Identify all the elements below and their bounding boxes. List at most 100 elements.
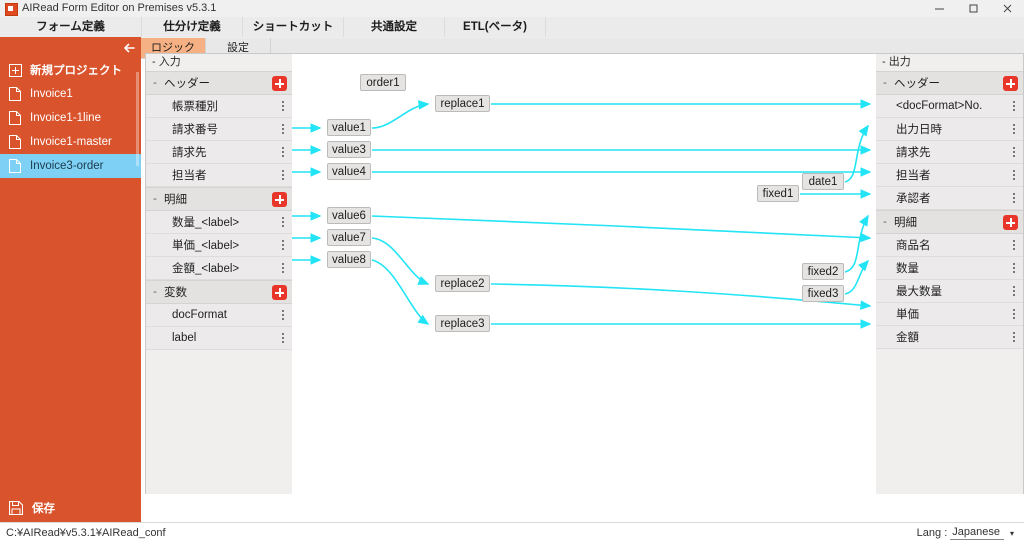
input-group-detail[interactable]: - 明細 [146, 187, 292, 211]
sidebar-item-invoice1[interactable]: Invoice1 [0, 82, 141, 106]
add-icon[interactable] [1003, 215, 1018, 230]
row-menu-icon[interactable] [1013, 122, 1016, 136]
input-group-variables[interactable]: - 変数 [146, 280, 292, 304]
output-row-label: 最大数量 [896, 286, 942, 298]
canvas-node-value6[interactable]: value6 [327, 207, 371, 224]
row-menu-icon[interactable] [282, 308, 285, 322]
language-value[interactable]: Japanese [950, 526, 1004, 540]
input-row-label: 数量_<label> [172, 217, 240, 229]
canvas-node-date1[interactable]: date1 [802, 173, 844, 190]
input-row-label: 単価_<label> [172, 240, 240, 252]
input-row-1-2[interactable]: 金額_<label> [146, 257, 292, 280]
canvas-node-value1[interactable]: value1 [327, 119, 371, 136]
input-row-1-1[interactable]: 単価_<label> [146, 234, 292, 257]
back-arrow-icon[interactable] [122, 40, 138, 56]
minimize-button[interactable] [922, 0, 956, 17]
row-menu-icon[interactable] [282, 331, 285, 345]
row-menu-icon[interactable] [1013, 330, 1016, 344]
sidebar-scrollbar[interactable] [136, 72, 139, 166]
row-menu-icon[interactable] [282, 168, 285, 182]
menu-item-shortcut[interactable]: ショートカット [243, 17, 344, 37]
input-row-0-2[interactable]: 請求先 [146, 141, 292, 164]
canvas-node-value7[interactable]: value7 [327, 229, 371, 246]
output-group-detail[interactable]: - 明細 [876, 210, 1023, 234]
canvas-node-fixed1[interactable]: fixed1 [757, 185, 799, 202]
collapse-icon[interactable]: - [883, 77, 887, 89]
input-group-label: 変数 [164, 287, 187, 299]
output-row-1-0[interactable]: 商品名 [876, 234, 1023, 257]
canvas-node-value4[interactable]: value4 [327, 163, 371, 180]
row-menu-icon[interactable] [1013, 307, 1016, 321]
collapse-icon[interactable]: - [153, 77, 157, 89]
canvas-node-fixed2[interactable]: fixed2 [802, 263, 844, 280]
maximize-button[interactable] [956, 0, 990, 17]
menu-item-sorting-definition[interactable]: 仕分け定義 [142, 17, 243, 37]
add-icon[interactable] [1003, 76, 1018, 91]
input-row-0-1[interactable]: 請求番号 [146, 118, 292, 141]
input-row-2-1[interactable]: label [146, 327, 292, 350]
output-row-label: 単価 [896, 309, 919, 321]
output-row-0-3[interactable]: 担当者 [876, 164, 1023, 187]
add-icon[interactable] [272, 192, 287, 207]
input-row-2-0[interactable]: docFormat [146, 304, 292, 327]
new-project-icon [0, 63, 30, 77]
canvas-node-value8[interactable]: value8 [327, 251, 371, 268]
row-menu-icon[interactable] [1013, 284, 1016, 298]
input-row-0-3[interactable]: 担当者 [146, 164, 292, 187]
canvas-node-replace2[interactable]: replace2 [435, 275, 490, 292]
row-menu-icon[interactable] [282, 122, 285, 136]
output-row-1-4[interactable]: 金額 [876, 326, 1023, 349]
row-menu-icon[interactable] [1013, 238, 1016, 252]
row-menu-icon[interactable] [282, 145, 285, 159]
output-row-0-1[interactable]: 出力日時 [876, 118, 1023, 141]
collapse-icon[interactable]: - [883, 216, 887, 228]
canvas-node-value3[interactable]: value3 [327, 141, 371, 158]
row-menu-icon[interactable] [1013, 99, 1016, 113]
language-selector[interactable]: Lang : Japanese ▾ [917, 526, 1014, 540]
row-menu-icon[interactable] [1013, 261, 1016, 275]
row-menu-icon[interactable] [1013, 191, 1016, 205]
output-row-0-4[interactable]: 承認者 [876, 187, 1023, 210]
menu-item-form-definition[interactable]: フォーム定義 [0, 17, 142, 37]
row-menu-icon[interactable] [1013, 145, 1016, 159]
sidebar-item-new-project[interactable]: 新規プロジェクト [0, 58, 141, 82]
collapse-icon[interactable]: - [153, 286, 157, 298]
close-button[interactable] [990, 0, 1024, 17]
row-menu-icon[interactable] [282, 238, 285, 252]
input-row-label: 担当者 [172, 170, 207, 182]
canvas-node-fixed3[interactable]: fixed3 [802, 285, 844, 302]
row-menu-icon[interactable] [282, 99, 285, 113]
add-icon[interactable] [272, 76, 287, 91]
output-row-0-2[interactable]: 請求先 [876, 141, 1023, 164]
output-row-1-2[interactable]: 最大数量 [876, 280, 1023, 303]
input-row-1-0[interactable]: 数量_<label> [146, 211, 292, 234]
sidebar-item-invoice3-order[interactable]: Invoice3-order [0, 154, 141, 178]
canvas-node-order1[interactable]: order1 [360, 74, 406, 91]
sidebar-item-invoice1-1line[interactable]: Invoice1-1line [0, 106, 141, 130]
canvas-node-replace3[interactable]: replace3 [435, 315, 490, 332]
row-menu-icon[interactable] [282, 215, 285, 229]
sidebar-item-invoice1-master[interactable]: Invoice1-master [0, 130, 141, 154]
collapse-icon[interactable]: - [153, 193, 157, 205]
output-panel: - 出力 - ヘッダー <docFormat>No. 出力日時 請求先 担当者 … [875, 53, 1024, 522]
output-row-label: 請求先 [896, 147, 931, 159]
input-row-0-0[interactable]: 帳票種別 [146, 95, 292, 118]
chevron-down-icon[interactable]: ▾ [1009, 528, 1014, 538]
row-menu-icon[interactable] [1013, 168, 1016, 182]
menu-item-common-settings[interactable]: 共通設定 [344, 17, 445, 37]
window-controls [922, 0, 1024, 17]
output-group-header[interactable]: - ヘッダー [876, 71, 1023, 95]
input-group-header[interactable]: - ヘッダー [146, 71, 292, 95]
logic-canvas[interactable]: order1 replace1 value1 value3 value4 val… [292, 53, 876, 524]
language-label: Lang : [916, 527, 948, 539]
output-row-1-3[interactable]: 単価 [876, 303, 1023, 326]
menu-item-etl-beta[interactable]: ETL(ベータ) [445, 17, 546, 37]
editor-bottom-strip [141, 494, 1024, 522]
canvas-node-replace1[interactable]: replace1 [435, 95, 490, 112]
row-menu-icon[interactable] [282, 261, 285, 275]
save-button[interactable]: 保存 [0, 494, 141, 522]
sidebar-item-label: Invoice1-master [30, 136, 112, 148]
output-row-0-0[interactable]: <docFormat>No. [876, 95, 1023, 118]
add-icon[interactable] [272, 285, 287, 300]
output-row-1-1[interactable]: 数量 [876, 257, 1023, 280]
